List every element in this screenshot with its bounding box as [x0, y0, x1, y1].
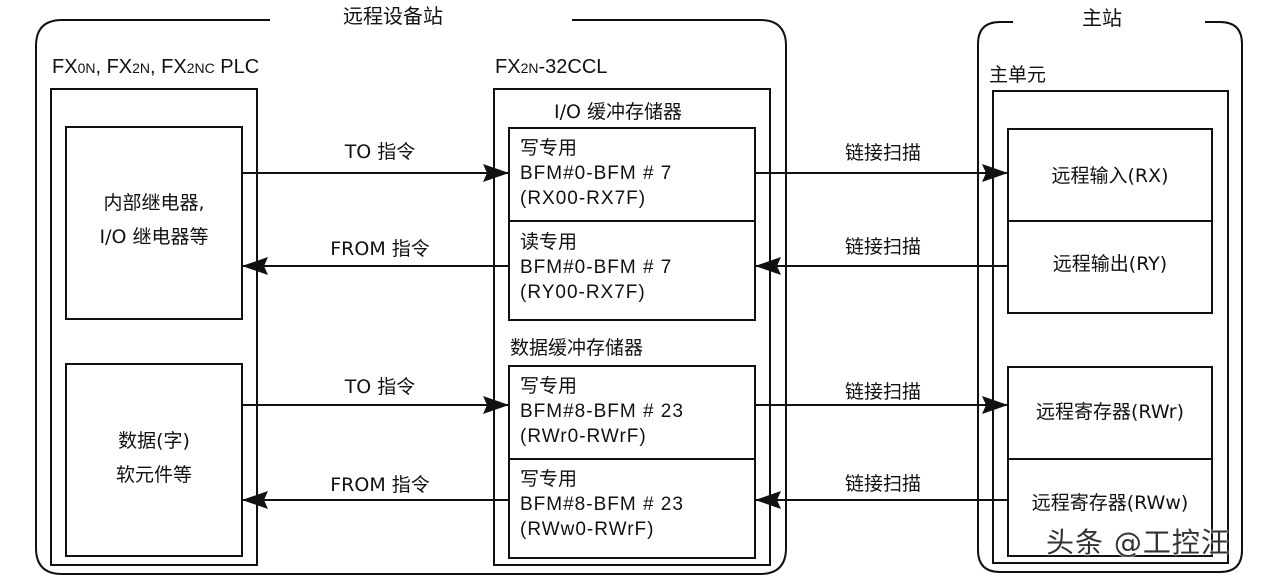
arrow-label-scan-4: 链接扫描 — [844, 473, 921, 495]
cell-mode: 读专用 — [520, 231, 578, 253]
master-station-frame — [977, 21, 1243, 573]
plc-label: FX0N, FX2N, FX2NC PLC — [52, 56, 259, 79]
arrowhead-left-icon — [242, 491, 268, 509]
arrow-layer — [242, 164, 1008, 509]
plc-label-part: , FX — [95, 56, 133, 78]
arrow-label-to-2: TO 指令 — [344, 376, 416, 398]
cell-mode: 写专用 — [520, 375, 578, 397]
relay-box-text: 内部继电器, I/O 继电器等 — [66, 186, 242, 254]
cell-devices: (RX00-RX7F) — [520, 188, 647, 209]
relay-box-line1: 内部继电器, — [103, 192, 205, 214]
module-label-part: -32CCL — [538, 56, 608, 78]
module-label: FX2N-32CCL — [495, 56, 607, 79]
master-cell-0-label: 远程输入(RX) — [1051, 165, 1169, 187]
arrow-label-from-2: FROM 指令 — [330, 474, 430, 496]
module-cell-0-text: 写专用 BFM#0-BFM # 7 (RX00-RX7F) — [520, 136, 672, 211]
relay-box — [65, 126, 243, 320]
master-cell-1-label: 远程输出(RY) — [1052, 253, 1168, 275]
cell-range: BFM#0-BFM # 7 — [520, 257, 673, 278]
cell-mode: 写专用 — [520, 137, 578, 159]
main-unit-box — [992, 90, 1229, 564]
remote-station-frame — [35, 19, 787, 575]
plc-label-part: , FX — [150, 56, 187, 78]
arrowhead-left-icon — [755, 257, 781, 275]
module-label-sub: 2N — [520, 60, 539, 76]
arrow-label-scan-3: 链接扫描 — [844, 381, 921, 403]
cell-range: BFM#8-BFM # 23 — [520, 401, 684, 422]
data-device-box-text: 数据(字) 软元件等 — [66, 424, 242, 492]
io-buffer-title: I/O 缓冲存储器 — [554, 101, 682, 123]
cell-devices: (RWw0-RWrF) — [520, 519, 655, 540]
module-cell-1-text: 读专用 BFM#0-BFM # 7 (RY00-RX7F) — [520, 230, 672, 305]
relay-box-line2: I/O 继电器等 — [99, 226, 209, 248]
arrow-label-scan-2: 链接扫描 — [844, 236, 921, 258]
remote-station-title: 远程设备站 — [343, 4, 443, 28]
module-cell-3 — [508, 458, 756, 559]
arrowhead-left-icon — [242, 257, 268, 275]
arrow-label-from-1: FROM 指令 — [330, 238, 430, 260]
plc-label-sub: 2NC — [186, 60, 215, 76]
watermark: 头条 @工控汪 — [1046, 526, 1230, 559]
data-box-line1: 数据(字) — [118, 430, 190, 452]
arrowhead-left-icon — [755, 491, 781, 509]
arrowhead-right-icon — [483, 396, 509, 414]
cell-range: BFM#8-BFM # 23 — [520, 494, 684, 515]
plc-label-sub: 2N — [132, 60, 151, 76]
data-device-box — [65, 363, 243, 557]
cell-devices: (RY00-RX7F) — [520, 282, 646, 303]
data-box-line2: 软元件等 — [115, 464, 192, 486]
master-cell-2-label: 远程寄存器(RWr) — [1035, 401, 1184, 423]
arrowhead-right-icon — [483, 164, 509, 182]
data-buffer-title: 数据缓冲存储器 — [510, 337, 644, 359]
module-cell-1 — [508, 220, 756, 321]
module-cell-3-text: 写专用 BFM#8-BFM # 23 (RWw0-RWrF) — [520, 467, 684, 542]
arrow-label-to-1: TO 指令 — [344, 141, 416, 163]
module-label-part: FX — [495, 56, 521, 78]
main-unit-label: 主单元 — [989, 64, 1047, 86]
arrowhead-right-icon — [982, 164, 1008, 182]
master-station-title: 主站 — [1082, 6, 1122, 30]
plc-box — [50, 88, 258, 566]
plc-label-part: PLC — [214, 56, 260, 78]
master-cell-3-label: 远程寄存器(RWw) — [1031, 492, 1189, 514]
cell-devices: (RWr0-RWrF) — [520, 426, 647, 447]
plc-label-sub: 0N — [77, 60, 96, 76]
cell-mode: 写专用 — [520, 468, 578, 490]
cell-range: BFM#0-BFM # 7 — [520, 163, 673, 184]
master-cell-3 — [1007, 458, 1213, 557]
plc-label-part: FX — [52, 56, 78, 78]
module-box — [493, 88, 771, 566]
arrow-label-scan-1: 链接扫描 — [844, 142, 921, 164]
arrowhead-right-icon — [982, 396, 1008, 414]
module-cell-2-text: 写专用 BFM#8-BFM # 23 (RWr0-RWrF) — [520, 374, 684, 449]
